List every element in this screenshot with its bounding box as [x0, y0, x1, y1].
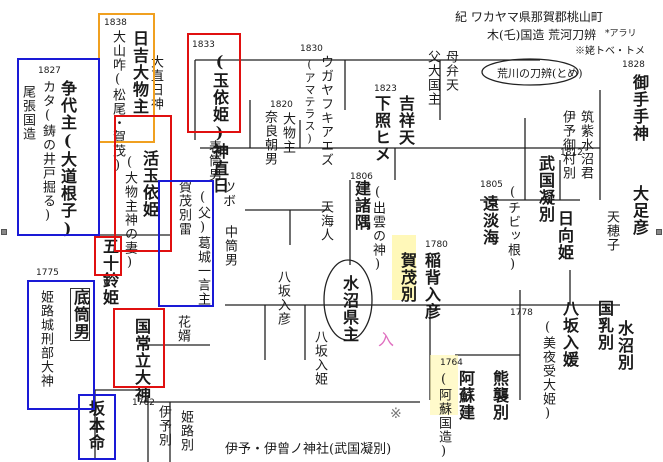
- year-1778: 1778: [510, 308, 533, 318]
- entry-yasakairihiko: 八坂入彦: [275, 270, 290, 326]
- entry-kunitokotachi: 国常立大神: [132, 318, 151, 403]
- entry-inase: 稲背入彦: [422, 252, 441, 320]
- year-1775: 1775: [36, 268, 59, 278]
- resize-handle-right[interactable]: [656, 229, 662, 235]
- year-1827: 1827: [38, 66, 61, 76]
- entry-kotoshironushi: 争代主(大道根子): [58, 80, 77, 239]
- year-1833: 1833: [192, 40, 215, 50]
- entry-benten: 母弁天: [443, 50, 458, 92]
- year-1828: 1828: [622, 60, 645, 70]
- entry-hanamuko: 花婿: [175, 315, 190, 343]
- entry-kumaso: 熊襲別: [490, 370, 509, 421]
- year-1812: 1812: [560, 148, 583, 158]
- entry-asotake: 阿蘇建: [456, 370, 475, 421]
- year-1780: 1780: [425, 240, 448, 250]
- entry-otarashi: 大足彦: [630, 185, 649, 236]
- entry-amanoama: 天海人: [318, 200, 333, 242]
- year-1823: 1823: [374, 84, 397, 94]
- entry-chibi: (チビッ根): [505, 185, 520, 273]
- entry-omononushi-wife: (大物主神の妻): [122, 155, 137, 271]
- year-1806: 1806: [350, 172, 373, 182]
- entry-tamayori: (玉依姫)神直日: [210, 52, 229, 194]
- entry-kamowake: 賀茂別雷: [176, 180, 191, 236]
- header-line1: 紀 ワカヤマ県那賀郡桃山町: [455, 10, 603, 24]
- entry-himeji: 姫路城刑部大神: [38, 290, 53, 388]
- entry-kunichiwake: 国乳別: [595, 300, 614, 351]
- header-note1: *アラリ: [605, 29, 637, 39]
- entry-isuzu: 五十鈴姫: [100, 238, 119, 306]
- entry-omononushi: 大物主: [280, 112, 295, 154]
- entry-iyowake: 伊予別: [156, 405, 171, 447]
- entry-mite: 御手手神: [630, 74, 649, 142]
- entry-owari: 尾張国造: [20, 85, 35, 141]
- entry-okuninushi: 父大国主: [425, 50, 440, 106]
- year-1820: 1820: [270, 100, 293, 110]
- entry-kamowake2: 賀茂別: [398, 252, 417, 303]
- svg-text:※: ※: [390, 406, 402, 422]
- entry-tootsuomi: 遠淡海: [480, 195, 499, 246]
- highlight-box-blue-sakamoto: [78, 394, 116, 460]
- entry-uwatsutsu: 表筒男: [206, 140, 221, 182]
- entry-yasakairihime2: 八坂入媛: [560, 300, 579, 368]
- entry-amaterasu: (アマテラス): [303, 58, 316, 146]
- year-1764: 1764: [440, 358, 463, 368]
- entry-ugaya: ウガヤフキアエズ: [318, 55, 333, 167]
- highlight-box-red-ikutama: [114, 115, 172, 252]
- entry-hiyoshi: 日吉大物主: [130, 30, 149, 115]
- resize-handle-left[interactable]: [1, 229, 7, 235]
- year-1762: 1762: [132, 398, 155, 408]
- highlight-box-blue-himeji: [27, 280, 95, 410]
- entry-nara: 奈良朝男: [262, 110, 277, 166]
- entry-amaho: 天穂子: [604, 210, 619, 252]
- entry-nakatsutsu: 中筒男: [222, 225, 237, 267]
- entry-shitateru: 下照ヒメ: [372, 95, 391, 163]
- entry-sokotsutsu: 底筒男: [70, 288, 90, 341]
- svg-text:入: 入: [378, 330, 394, 349]
- entry-ikutamayori: 活玉依姫: [140, 150, 159, 218]
- entry-minuma: 水沼県主: [340, 275, 359, 343]
- header-banner: 荒川の刀辨(とめ): [497, 67, 583, 80]
- entry-iyomimura: 伊予御村別: [560, 110, 575, 180]
- entry-kichijoten: 吉祥天: [396, 95, 415, 146]
- entry-sakamoto: 坂本命: [86, 400, 105, 451]
- entry-aso-kokuzo: (阿蘇国造): [436, 372, 451, 460]
- entry-hitokotonushi: (父)葛城一言主: [195, 190, 210, 306]
- entry-tsubo: ツボ: [220, 180, 235, 208]
- entry-miyazu: (美夜受大姫): [540, 320, 555, 422]
- header-note2: ※姥トベ・トメ: [575, 46, 645, 57]
- entry-himejiwake: 姫路別: [178, 410, 193, 452]
- entry-takemorosumi: 建諸隅: [352, 180, 371, 231]
- highlight-box-blue-kamo: [158, 180, 214, 307]
- entry-yasakairihime: 八坂入姫: [312, 330, 327, 386]
- highlight-box-red-isuzu: [94, 236, 122, 276]
- entry-hyuga: 日向姫: [555, 210, 574, 261]
- year-1838: 1838: [104, 18, 127, 28]
- header-line2: 木(乇)国造 荒河刀辨: [487, 28, 597, 42]
- entry-onaobi: 大直日神: [148, 55, 163, 111]
- entry-takekunikori: 武国凝別: [536, 155, 555, 223]
- highlight-box-red-tamayori: [187, 33, 241, 133]
- year-1805: 1805: [480, 180, 503, 190]
- entry-izumo: (出雲の神): [370, 185, 385, 273]
- year-1830: 1830: [300, 44, 323, 54]
- highlight-box-blue-kotoshiro: [17, 58, 100, 236]
- highlight-box-red-kunitoko: [113, 308, 165, 388]
- entry-oyamakui: 大山咋(松尾・賀茂): [110, 30, 125, 174]
- entry-kata: カタ(鋳の井戸掘る): [40, 80, 55, 224]
- footer-line: 伊予・伊曾ノ神社(武国凝別): [225, 442, 392, 457]
- entry-tsukushi: 筑紫水沼君: [578, 110, 593, 180]
- entry-minumawake: 水沼別: [615, 320, 634, 371]
